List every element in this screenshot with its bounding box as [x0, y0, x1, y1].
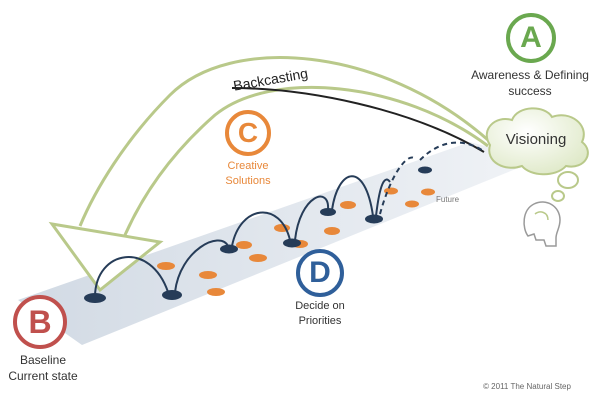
- step-dot: [162, 290, 182, 300]
- step-dot: [84, 293, 106, 303]
- step-arc: [375, 178, 391, 217]
- step-arcs: [94, 141, 483, 297]
- stage-b-label-line2: Current state: [8, 369, 78, 383]
- stage-a-circle: [506, 13, 556, 63]
- step-arc: [94, 256, 169, 297]
- orange-dot: [236, 241, 252, 249]
- step-arc-dashed: [379, 156, 417, 215]
- stage-b-letter: B: [28, 303, 52, 340]
- backcasting-arrow-outer: [78, 56, 489, 227]
- step-arc: [231, 211, 291, 247]
- person-head-icon: [523, 201, 561, 247]
- stage-c-label-line2: Solutions: [225, 175, 271, 187]
- step-dot: [365, 214, 383, 224]
- orange-dot: [340, 201, 356, 209]
- stage-a-label-line1: Awareness & Defining: [471, 68, 589, 82]
- copyright-text: © 2011 The Natural Step: [483, 382, 571, 391]
- step-arc: [174, 239, 229, 293]
- backcasting-arrow-inner: [123, 86, 489, 236]
- step-dot: [220, 244, 238, 254]
- stage-b-label-line1: Baseline: [19, 353, 67, 367]
- orange-dot: [157, 262, 175, 270]
- stage-d-circle: [296, 249, 344, 297]
- step-dot: [283, 238, 301, 248]
- stage-d-letter: D: [309, 256, 331, 289]
- step-dots: [84, 166, 432, 303]
- step-dot: [418, 166, 432, 174]
- orange-dot: [199, 271, 217, 279]
- stage-c-letter: C: [237, 117, 259, 148]
- visioning-label: Visioning: [505, 131, 567, 148]
- orange-dot: [324, 227, 340, 235]
- orange-dots: [157, 187, 435, 296]
- step-arc: [331, 175, 374, 217]
- stage-a-label-line2: success: [508, 84, 552, 98]
- visioning-cloud: [485, 107, 589, 202]
- stage-b-circle: [13, 295, 67, 349]
- orange-dot: [421, 188, 435, 196]
- orange-dot: [405, 200, 419, 208]
- step-dot: [320, 208, 336, 216]
- backcasting-arrow-dark: [231, 87, 485, 153]
- stage-d-label-line2: Priorities: [298, 315, 342, 327]
- backcasting-arrowhead: [48, 221, 164, 293]
- orange-dot: [207, 288, 225, 296]
- future-label: Future: [436, 195, 460, 204]
- stage-a-letter: A: [520, 21, 542, 54]
- timeline-plane: [18, 142, 538, 345]
- stage-c-circle: [225, 110, 271, 156]
- orange-dot: [249, 254, 267, 262]
- stage-c-label-line1: Creative: [227, 160, 269, 172]
- step-arc: [294, 195, 330, 241]
- stage-d-label-line1: Decide on: [295, 300, 345, 312]
